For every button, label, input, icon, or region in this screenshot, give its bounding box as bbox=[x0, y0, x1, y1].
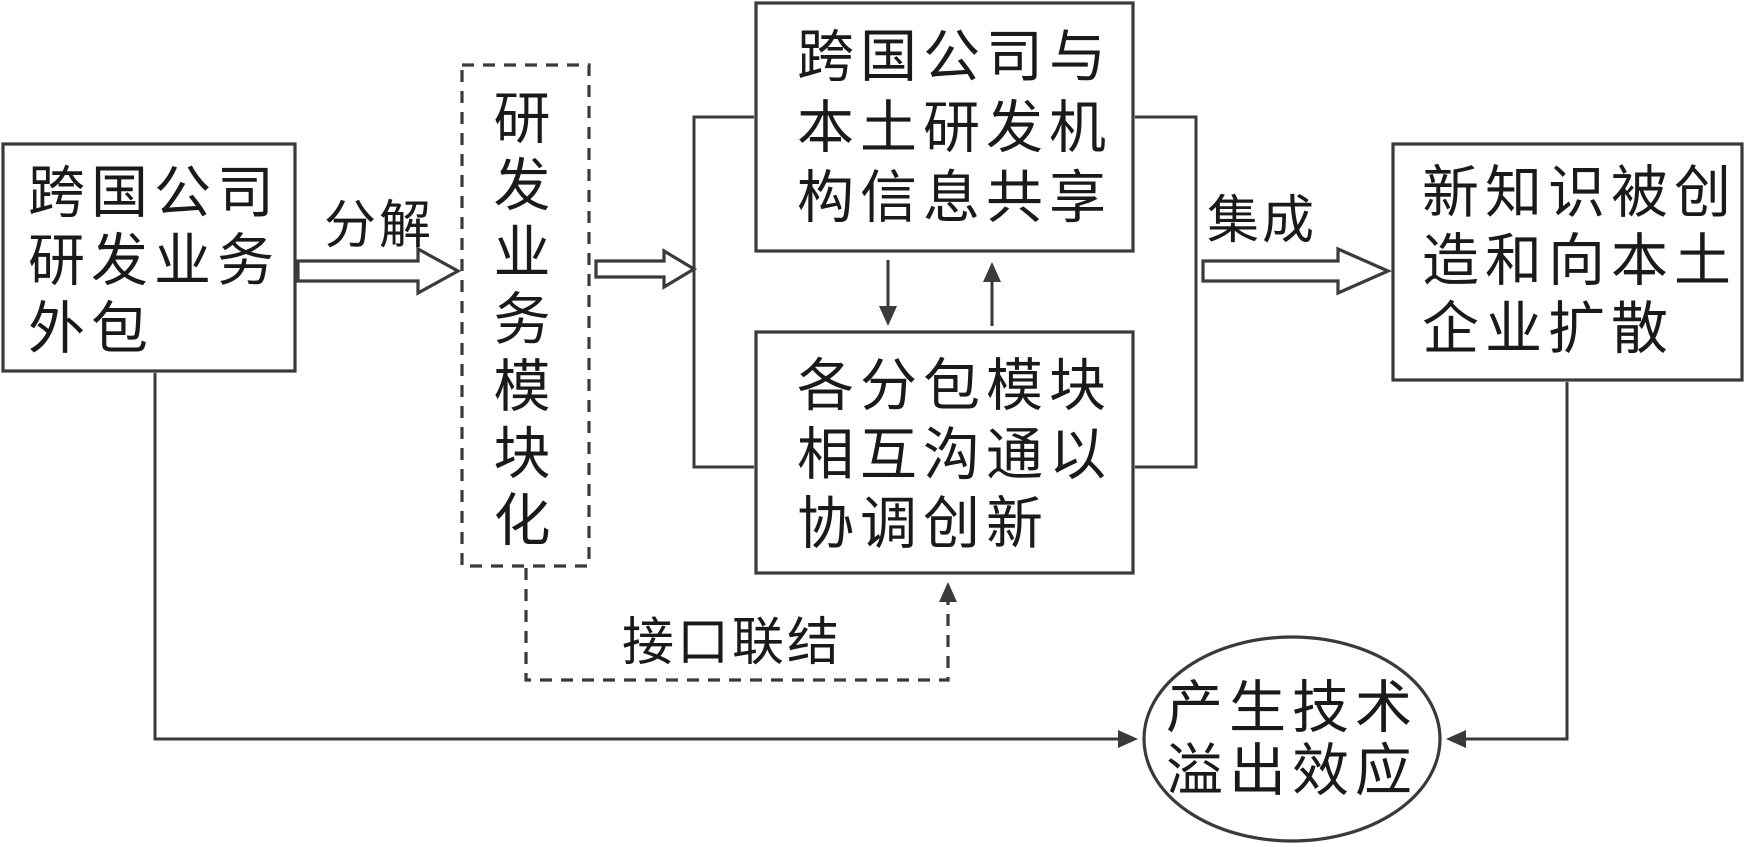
node-info-sharing-line-1: 跨国公司与 bbox=[797, 24, 1112, 90]
node-modularization-char-4: 务 bbox=[494, 287, 557, 353]
node-rd-outsourcing-line-2: 研发业务 bbox=[28, 228, 280, 294]
node-info-sharing-line-2: 本土研发机 bbox=[797, 95, 1112, 161]
node-tech-spillover: 产生技术 溢出效应 bbox=[1142, 635, 1442, 843]
node-rd-outsourcing-line-3: 外包 bbox=[28, 296, 154, 362]
bracket-right bbox=[1135, 115, 1198, 469]
label-integrate: 集成 bbox=[1207, 191, 1317, 251]
arrow-integrate: 集成 bbox=[1201, 191, 1392, 296]
arrow-to-modules bbox=[594, 248, 698, 290]
label-decompose: 分解 bbox=[324, 196, 434, 256]
node-coordination-line-3: 协调创新 bbox=[797, 491, 1049, 557]
node-tech-spillover-line-2: 溢出效应 bbox=[1166, 738, 1418, 804]
node-rd-outsourcing-line-1: 跨国公司 bbox=[28, 160, 280, 226]
node-coordination-line-2: 相互沟通以 bbox=[797, 422, 1112, 488]
node-modularization-char-6: 块 bbox=[494, 421, 557, 487]
arrow-knowledge-to-spillover bbox=[1446, 382, 1569, 748]
arrow-outsourcing-to-spillover bbox=[153, 373, 1138, 748]
node-knowledge-diffusion: 新知识被创 造和向本土 企业扩散 bbox=[1391, 142, 1744, 382]
node-modularization-char-5: 模 bbox=[494, 354, 557, 420]
node-knowledge-diffusion-line-3: 企业扩散 bbox=[1422, 296, 1674, 362]
node-rd-outsourcing: 跨国公司 研发业务 外包 bbox=[1, 142, 297, 373]
node-modularization-char-3: 业 bbox=[494, 220, 557, 286]
node-coordination: 各分包模块 相互沟通以 协调创新 bbox=[754, 330, 1135, 575]
node-info-sharing: 跨国公司与 本土研发机 构信息共享 bbox=[754, 1, 1135, 253]
node-knowledge-diffusion-line-1: 新知识被创 bbox=[1422, 160, 1737, 226]
node-modularization-char-1: 研 bbox=[494, 86, 557, 152]
node-modularization-char-2: 发 bbox=[494, 153, 557, 219]
arrow-decompose: 分解 bbox=[296, 196, 462, 296]
bracket-left bbox=[692, 115, 754, 469]
node-coordination-line-1: 各分包模块 bbox=[797, 353, 1112, 419]
connector-interface: 接口联结 bbox=[524, 568, 957, 682]
node-modularization-char-7: 化 bbox=[494, 488, 557, 554]
node-modularization: 研 发 业 务 模 块 化 bbox=[460, 63, 591, 568]
label-interface: 接口联结 bbox=[622, 613, 842, 673]
node-knowledge-diffusion-line-2: 造和向本土 bbox=[1422, 228, 1737, 294]
arrow-info-to-coordination bbox=[879, 260, 897, 326]
node-tech-spillover-line-1: 产生技术 bbox=[1166, 675, 1418, 741]
node-info-sharing-line-3: 构信息共享 bbox=[797, 165, 1112, 231]
arrow-coordination-to-info bbox=[983, 262, 1001, 326]
